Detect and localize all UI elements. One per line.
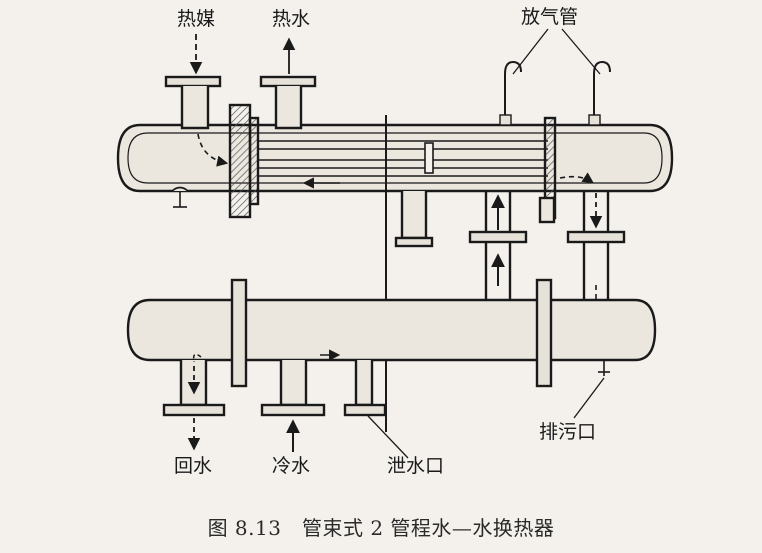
vent-label-leaders [512,28,601,75]
upper-drain-valve [171,186,189,208]
vent-pipe-right [588,60,611,126]
return-water-nozzle [162,353,226,451]
label-cold-water: 冷水 [272,455,311,477]
label-hot-media: 热媒 [177,8,216,30]
label-return-water: 回水 [174,455,213,477]
connection-pipe-up [468,191,528,300]
lower-left-flange [230,278,248,388]
hot-water-nozzle [259,37,317,130]
figure-caption: 图 8.13 管束式 2 管程水—水换热器 [207,516,555,540]
tube-bundle [258,140,548,177]
upper-shell [116,123,674,193]
upper-right-tubesheet [538,116,557,224]
label-hot-water: 热水 [272,8,311,30]
label-vent-pipe: 放气管 [521,6,579,28]
vent-pipe-left [499,60,522,126]
connection-pipe-down [566,191,626,318]
lower-shell [126,298,657,362]
upper-left-flange [228,103,260,219]
label-drain-outlet: 排污口 [539,421,597,443]
lower-right-flange [535,278,553,388]
drain-water-nozzle [343,360,409,459]
hot-media-nozzle [164,34,222,130]
sewage-outlet [573,360,610,419]
label-drain-water-outlet: 泄水口 [387,455,445,477]
cold-water-nozzle [260,349,341,452]
upper-bottom-nozzle [394,191,434,248]
